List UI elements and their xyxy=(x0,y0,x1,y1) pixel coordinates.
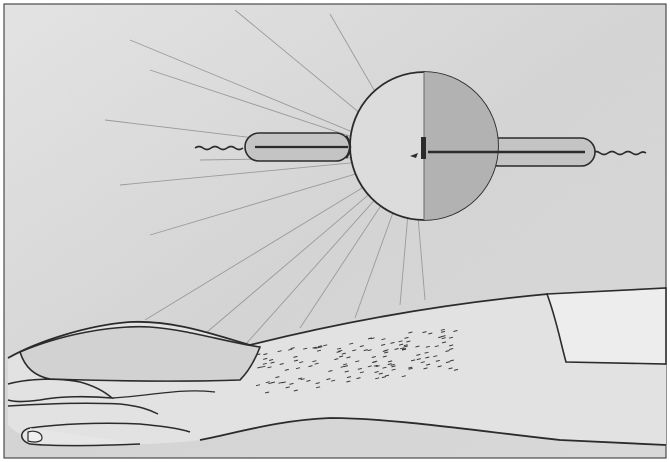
sleeve xyxy=(547,288,666,364)
fingernail xyxy=(28,431,42,442)
anti-cathode-plate xyxy=(421,137,426,159)
